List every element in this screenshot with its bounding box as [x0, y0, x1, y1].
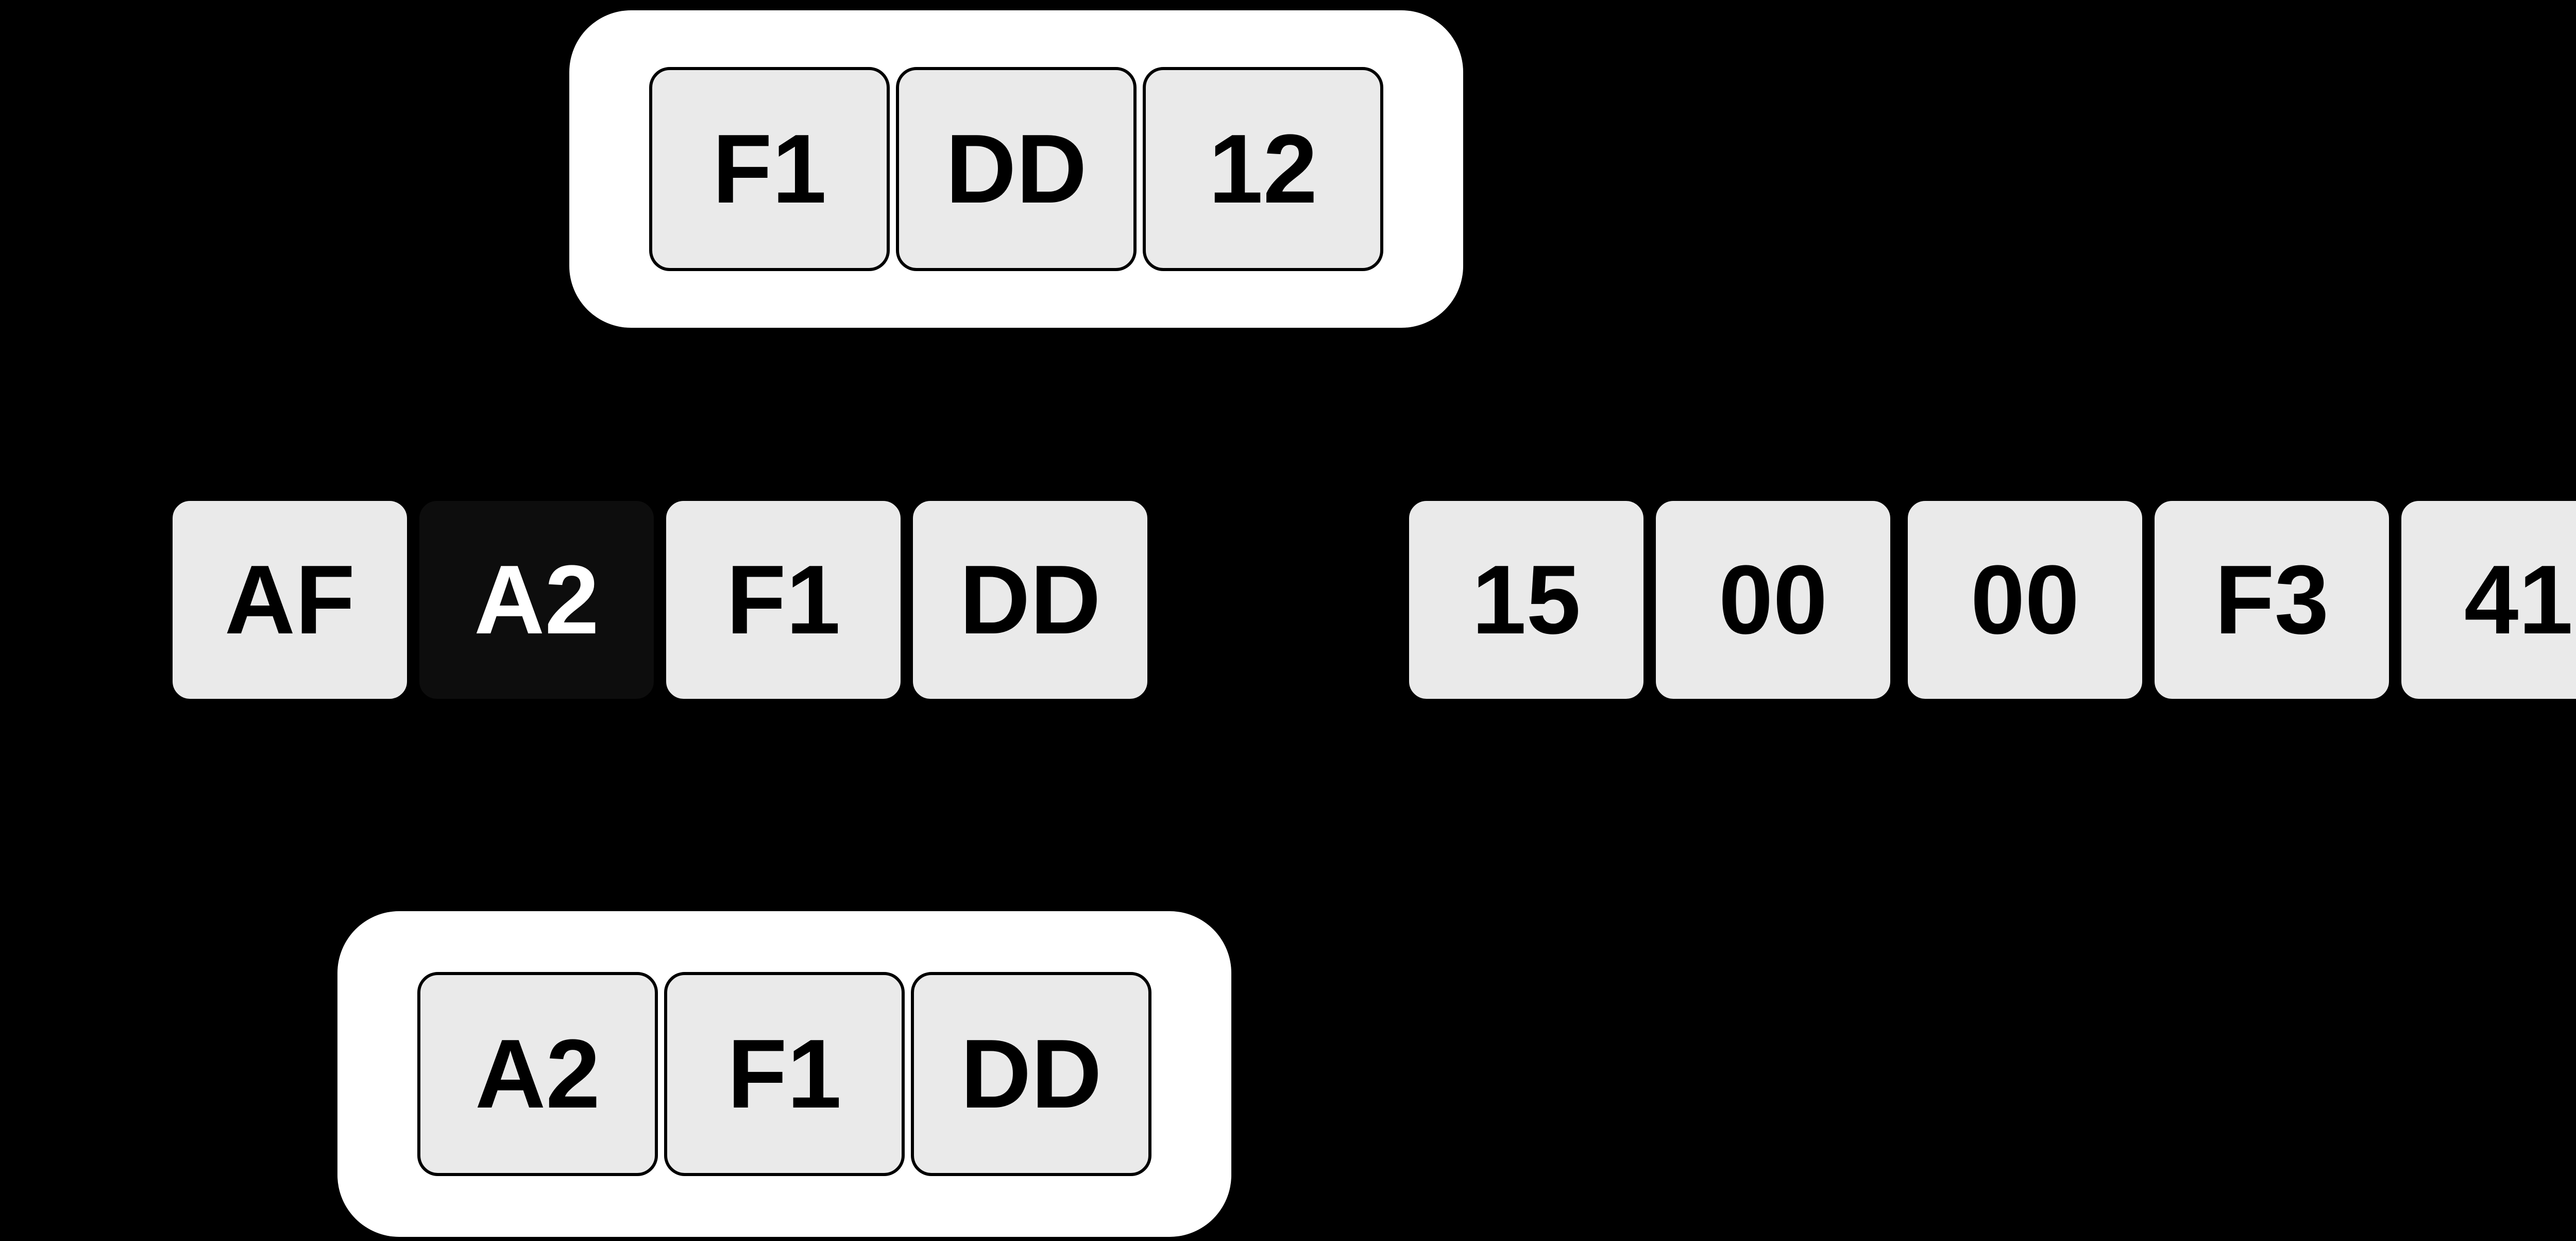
middle-right-group: 15 00 00 F3 41 77: [1406, 498, 2576, 702]
byte-box: F1: [649, 67, 890, 271]
byte-box: 12: [1143, 67, 1383, 271]
byte-box: F1: [664, 972, 905, 1176]
middle-left-group: AF A2 F1 DD: [170, 498, 1150, 702]
byte-box: DD: [911, 972, 1151, 1176]
byte-box: 00: [1905, 498, 2145, 702]
byte-box: 00: [1653, 498, 1893, 702]
bottom-group-container: A2 F1 DD: [337, 911, 1231, 1237]
byte-box: F1: [663, 498, 904, 702]
byte-box: 15: [1406, 498, 1647, 702]
dashed-split-line: [1890, 468, 1908, 714]
byte-box: DD: [910, 498, 1150, 702]
byte-box: A2: [417, 972, 658, 1176]
byte-box: F3: [2151, 498, 2392, 702]
top-group-container: F1 DD 12: [569, 10, 1463, 328]
byte-box: DD: [896, 67, 1137, 271]
byte-box: 41: [2398, 498, 2576, 702]
highlighted-byte-box: A2: [416, 498, 657, 702]
byte-box: AF: [170, 498, 410, 702]
